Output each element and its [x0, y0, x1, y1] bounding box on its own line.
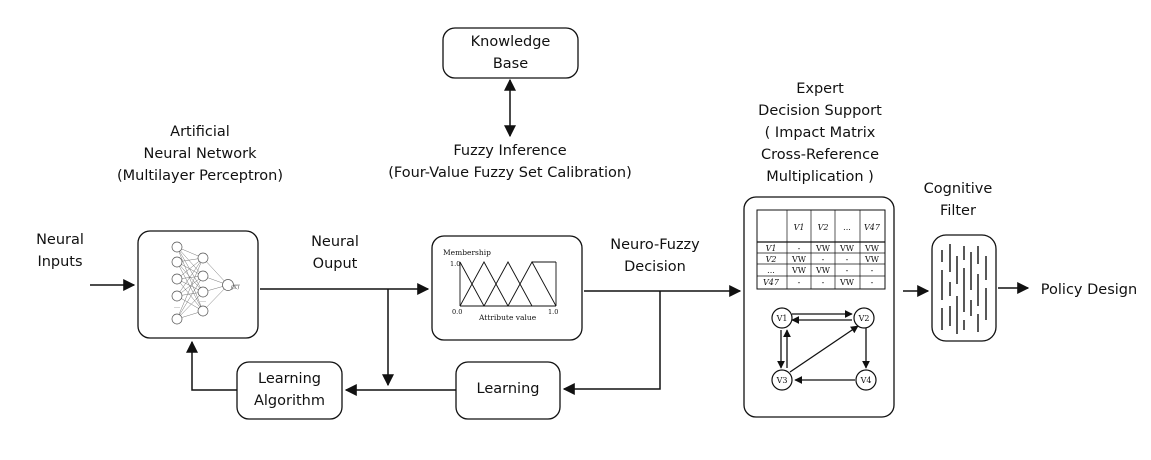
expert-box [743, 196, 895, 418]
graph-node-v2 [853, 307, 875, 329]
matrix-cell: VW [839, 278, 855, 287]
matrix-header-v1: V1 [794, 223, 805, 232]
graph-node-v4-label: V4 [860, 376, 872, 385]
impact-matrix-rows: V1 - VW VW VW V2 VW - - VW ... VW VW - -… [763, 244, 880, 287]
matrix-header-v47: V47 [864, 223, 881, 232]
membership-xtick-left: 0.0 [452, 308, 462, 316]
graph-node-v1 [771, 307, 793, 329]
matrix-cell: VW [864, 244, 880, 253]
matrix-cell: - [846, 266, 849, 275]
learning-label: Learning [476, 381, 540, 397]
matrix-cell: - [798, 244, 801, 253]
graph-node-v2-label: V2 [858, 314, 870, 323]
graph-node-v3 [771, 369, 793, 391]
matrix-cell: VW [864, 255, 880, 264]
membership-xlabel: Attribute value [478, 313, 537, 322]
membership-xtick-right: 1.0 [548, 308, 558, 316]
ann-box [137, 230, 259, 339]
matrix-cell: - [798, 278, 801, 287]
matrix-cell: VW [791, 255, 807, 264]
matrix-cell: - [871, 278, 874, 287]
matrix-cell: - [822, 278, 825, 287]
fuzzy-box [431, 235, 583, 341]
matrix-cell: V2 [766, 255, 777, 264]
fuzzy-inference-label: Fuzzy Inference(Four-Value Fuzzy Set Cal… [388, 143, 632, 181]
matrix-header-dots: ... [843, 223, 851, 232]
membership-plot [459, 261, 557, 307]
impact-matrix [756, 209, 886, 290]
matrix-cell: VW [791, 266, 807, 275]
matrix-cell: - [822, 255, 825, 264]
mlp-output-node-label: (X) [231, 284, 239, 291]
matrix-cell: - [871, 266, 874, 275]
svg-text:…: … [200, 297, 206, 304]
membership-ytick-top: 1.0 [450, 260, 460, 268]
matrix-cell: VW [839, 244, 855, 253]
graph-node-v1-label: V1 [776, 314, 788, 323]
matrix-cell: - [846, 255, 849, 264]
graph-node-v4 [855, 369, 877, 391]
cognitive-filter-box [931, 234, 997, 342]
filter-stripes [941, 244, 987, 334]
graph-nodes [771, 307, 877, 391]
svg-text:…: … [174, 303, 180, 310]
matrix-header-v2: V2 [818, 223, 829, 232]
decision-to-learning-arrow [562, 291, 661, 395]
matrix-cell: VW [815, 244, 831, 253]
matrix-cell: V1 [766, 244, 777, 253]
membership-ylabel: Membership [443, 248, 491, 257]
learning-box [455, 361, 561, 420]
matrix-cell: ... [767, 266, 775, 275]
impact-graph [777, 310, 870, 384]
graph-node-v3-label: V3 [776, 376, 788, 385]
learning-algorithm-box [236, 361, 343, 420]
algorithm-to-ann-arrow [186, 340, 237, 391]
policy-design-label: Policy Design [1040, 282, 1138, 298]
knowledge-base-box [442, 27, 579, 79]
matrix-cell: V47 [763, 278, 780, 287]
mlp-network: … … [171, 241, 240, 325]
matrix-cell: VW [815, 266, 831, 275]
impact-matrix-text: V1 V2 ... V47 [794, 223, 881, 232]
